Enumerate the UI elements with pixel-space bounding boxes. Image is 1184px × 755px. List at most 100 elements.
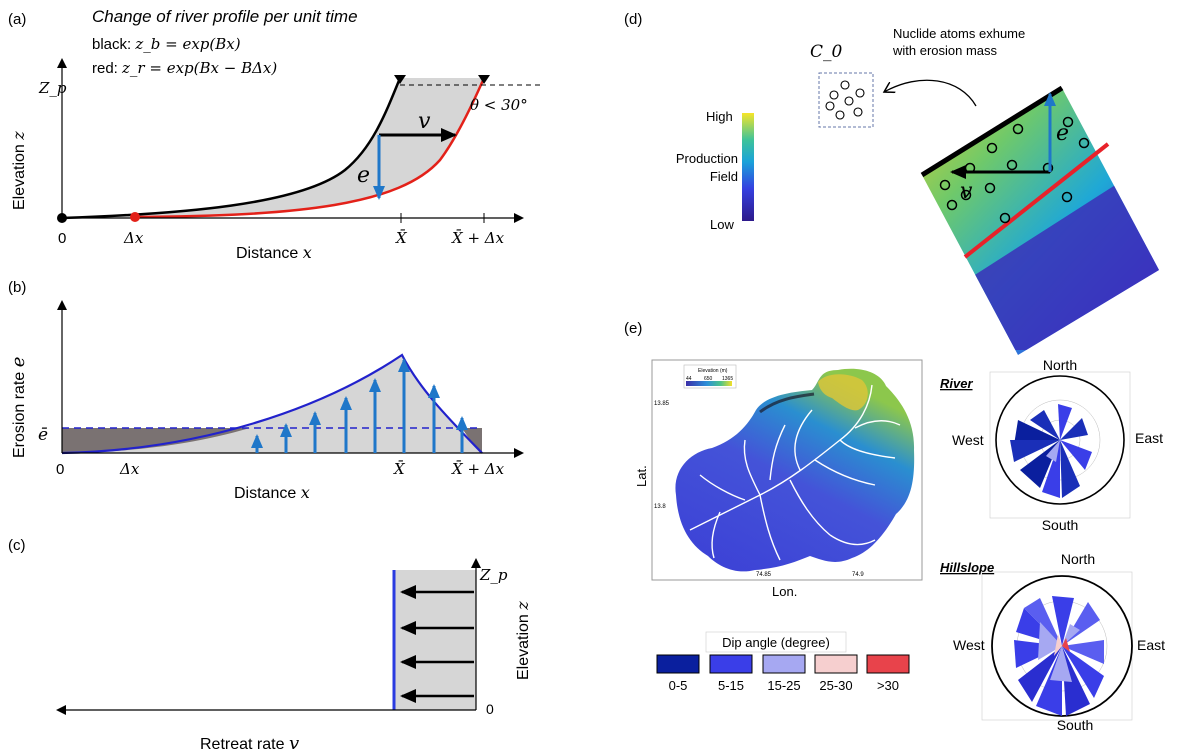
tick-X-label-a: X̄ bbox=[395, 229, 408, 247]
highland-patch bbox=[818, 374, 868, 411]
river-rose: North South West East River bbox=[940, 357, 1163, 533]
red-prefix: red: bbox=[92, 60, 122, 77]
c0-atoms bbox=[825, 80, 865, 120]
nuclide-text-2: with erosion mass bbox=[892, 43, 998, 58]
red-line-d bbox=[963, 142, 1110, 259]
lon-tick: 74.85 bbox=[756, 572, 772, 578]
triangle-marker-right bbox=[478, 75, 490, 84]
black-equation: black: z_b = exp(Bx) bbox=[92, 35, 241, 53]
hillslope-rose: North South West East Hillslope bbox=[940, 551, 1165, 733]
panel-d-label: (d) bbox=[624, 11, 642, 28]
triangle-marker-left bbox=[394, 75, 406, 84]
black-eq: z_b = exp(Bx) bbox=[134, 35, 240, 53]
catchment-map bbox=[675, 368, 915, 572]
panel-c-label: (c) bbox=[8, 537, 26, 554]
origin-dot bbox=[57, 213, 67, 223]
zp-label-a: Z_p bbox=[38, 79, 67, 97]
e-label: e bbox=[357, 163, 370, 188]
tick-Xdx-label-b: X̄ + Δx bbox=[451, 460, 505, 478]
lat-tick: 13.8 bbox=[654, 504, 666, 510]
colorbar-high: High bbox=[706, 109, 733, 124]
rock-block bbox=[922, 88, 1159, 355]
elevation-colorbar bbox=[686, 381, 732, 386]
nuclide-text-1: Nuclide atoms exhume bbox=[893, 26, 1025, 41]
lat-label: Lat. bbox=[634, 465, 649, 487]
legend-swatch bbox=[709, 654, 753, 674]
v-label: v bbox=[418, 109, 431, 134]
hillslope-west: West bbox=[953, 637, 985, 653]
production-colorbar bbox=[742, 113, 754, 221]
legend-swatch bbox=[656, 654, 700, 674]
tick-0-b: 0 bbox=[56, 461, 64, 478]
panel-c: (c) Z_p 0 Elevation z Retreat rate v bbox=[8, 537, 532, 754]
legend-label: 0-5 bbox=[669, 678, 688, 693]
colorbar-low: Low bbox=[710, 217, 734, 232]
dip-legend: 0-5 5-15 15-25 25-30 >30 bbox=[656, 654, 910, 693]
c0-box bbox=[818, 72, 874, 128]
panel-b: (b) ē 0 Δx X̄ X̄ + Δx Distance x Eros bbox=[8, 279, 524, 502]
zero-label-c: 0 bbox=[486, 701, 494, 717]
river-label: River bbox=[940, 376, 973, 391]
black-curve bbox=[61, 77, 402, 220]
ylabel-b: Erosion rate e bbox=[8, 357, 29, 458]
tick-Xdx-label-a: X̄ + Δx bbox=[451, 229, 505, 247]
tick-dx-a: Δx bbox=[123, 229, 144, 247]
river-west: West bbox=[952, 432, 984, 448]
red-equation: red: z_r = exp(Bx − BΔx) bbox=[92, 59, 277, 77]
e-label-d: e bbox=[1056, 121, 1069, 146]
river-south: South bbox=[1042, 517, 1079, 533]
theta-label: θ < 30° bbox=[470, 96, 528, 114]
elev-tick: 44 bbox=[686, 376, 692, 382]
hillslope-east: East bbox=[1137, 637, 1165, 653]
legend-label: 5-15 bbox=[718, 678, 744, 693]
river-east: East bbox=[1135, 430, 1163, 446]
exhume-arrow bbox=[884, 79, 977, 107]
xlabel-b: Distance x bbox=[234, 483, 310, 502]
panel-a-title: Change of river profile per unit time bbox=[92, 7, 358, 26]
red-eq: z_r = exp(Bx − BΔx) bbox=[121, 59, 277, 77]
black-prefix: black: bbox=[92, 36, 135, 53]
elevation-title: Elevation (m) bbox=[698, 368, 728, 374]
legend-label: 15-25 bbox=[767, 678, 800, 693]
panel-d: (d) High Low Production Field C_0 Nuclid… bbox=[624, 11, 1159, 355]
hillslope-north: North bbox=[1061, 551, 1095, 567]
tick-X-label-b: X̄ bbox=[393, 460, 406, 478]
surface-line bbox=[920, 85, 1064, 178]
legend-label: >30 bbox=[877, 678, 899, 693]
panel-e-label: (e) bbox=[624, 320, 642, 337]
elev-tick: 1365 bbox=[722, 376, 733, 382]
mean-dark-fill bbox=[62, 428, 250, 453]
lon-label: Lon. bbox=[772, 584, 797, 599]
lon-tick: 74.9 bbox=[852, 572, 864, 578]
legend-swatch bbox=[762, 654, 806, 674]
erosion-arrows bbox=[251, 358, 468, 453]
c0-label: C_0 bbox=[810, 42, 843, 62]
tick-dx-b: Δx bbox=[119, 460, 140, 478]
tick-0-a: 0 bbox=[58, 230, 66, 247]
panel-a: (a) Change of river profile per unit tim… bbox=[8, 7, 540, 262]
xlabel-c: Retreat rate v bbox=[200, 733, 299, 754]
red-start-dot bbox=[130, 212, 140, 222]
elev-tick: 650 bbox=[704, 376, 713, 382]
panel-e: (e) Elevation (m) 44 650 1365 13.85 bbox=[624, 320, 1165, 733]
legend-swatch bbox=[866, 654, 910, 674]
lat-tick: 13.85 bbox=[654, 401, 670, 407]
panel-a-label: (a) bbox=[8, 11, 26, 28]
red-curve bbox=[134, 77, 486, 219]
xlabel-a: Distance x bbox=[236, 243, 312, 262]
hillslope-south: South bbox=[1057, 717, 1094, 733]
zp-label-c: Z_p bbox=[479, 566, 508, 584]
production-label-1: Production bbox=[676, 151, 738, 166]
hillslope-label: Hillslope bbox=[940, 560, 994, 575]
ridge-shadow bbox=[759, 392, 815, 414]
dip-legend-title: Dip angle (degree) bbox=[722, 635, 830, 650]
ebar-label: ē bbox=[38, 425, 48, 445]
svg-text:black: z_b = exp(Bx): black: z_b = exp(Bx) bbox=[92, 35, 241, 53]
river-north: North bbox=[1043, 357, 1077, 373]
hillslope-rose-petals bbox=[1014, 596, 1104, 716]
legend-label: 25-30 bbox=[819, 678, 852, 693]
panel-b-label: (b) bbox=[8, 279, 26, 296]
ylabel-a: Elevation z bbox=[9, 131, 28, 210]
river-network bbox=[689, 384, 901, 561]
